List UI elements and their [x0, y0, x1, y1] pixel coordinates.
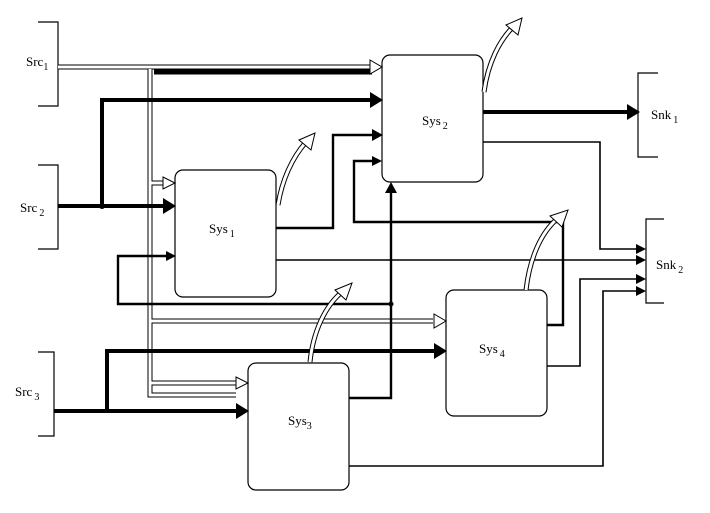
src1-bracket [38, 21, 59, 107]
flow-sys4-sys2 [352, 159, 565, 327]
arrowhead-sys1-sys2 [372, 129, 383, 141]
arrowhead-loop-sys1 [166, 251, 176, 261]
arrowhead-src3-sys3 [236, 403, 249, 419]
src1-hollow-flows [58, 64, 433, 398]
arrowhead-src1-sys1 [162, 176, 177, 190]
arrowhead-sys2-snk1 [627, 104, 640, 120]
flow-sys3-sys2 [349, 193, 393, 400]
arrowhead-sys3-snk2 [636, 286, 646, 296]
sys4-box [445, 289, 548, 417]
sys1-box [174, 169, 277, 298]
loop-junction [388, 301, 394, 307]
snk1-bracket [637, 72, 658, 158]
arrowhead-sys4-sys2 [372, 156, 382, 166]
arrowhead-sys4-snk2 [636, 274, 646, 284]
flow-sys1-sys2 [276, 133, 372, 230]
src3-thick-flows [54, 349, 434, 413]
src2-junction [99, 203, 105, 209]
arrowhead-src2-sys2 [370, 92, 383, 108]
src2-bracket [38, 164, 59, 250]
arrowhead-src1-sys4 [433, 313, 447, 329]
src2-thick-flows [58, 98, 370, 208]
sys3-label: Sys3 [288, 413, 312, 432]
src1-label: Src1 [26, 54, 48, 73]
src3-bracket [38, 351, 55, 437]
flow-sys2-snk2 [483, 141, 636, 250]
emission-arrows [275, 17, 569, 363]
arrowhead-sys1-snk2 [636, 255, 646, 265]
sys3-box [247, 362, 350, 491]
arrowhead-src1-sys3 [235, 376, 250, 390]
sys2-box [381, 54, 484, 183]
arrowhead-sys2-snk2 [636, 244, 646, 254]
arrowhead-src2-sys1 [163, 198, 176, 214]
arrowhead-src3-sys4 [434, 343, 447, 359]
flow-sys4-snk2 [547, 278, 636, 367]
flow-sys3-snk2 [349, 290, 636, 467]
flow-loop-sys1 [116, 254, 391, 306]
arrowhead-sys3-sys2 [385, 182, 397, 193]
arrowhead-src1-sys2 [369, 59, 383, 75]
snk2-bracket [645, 218, 664, 304]
